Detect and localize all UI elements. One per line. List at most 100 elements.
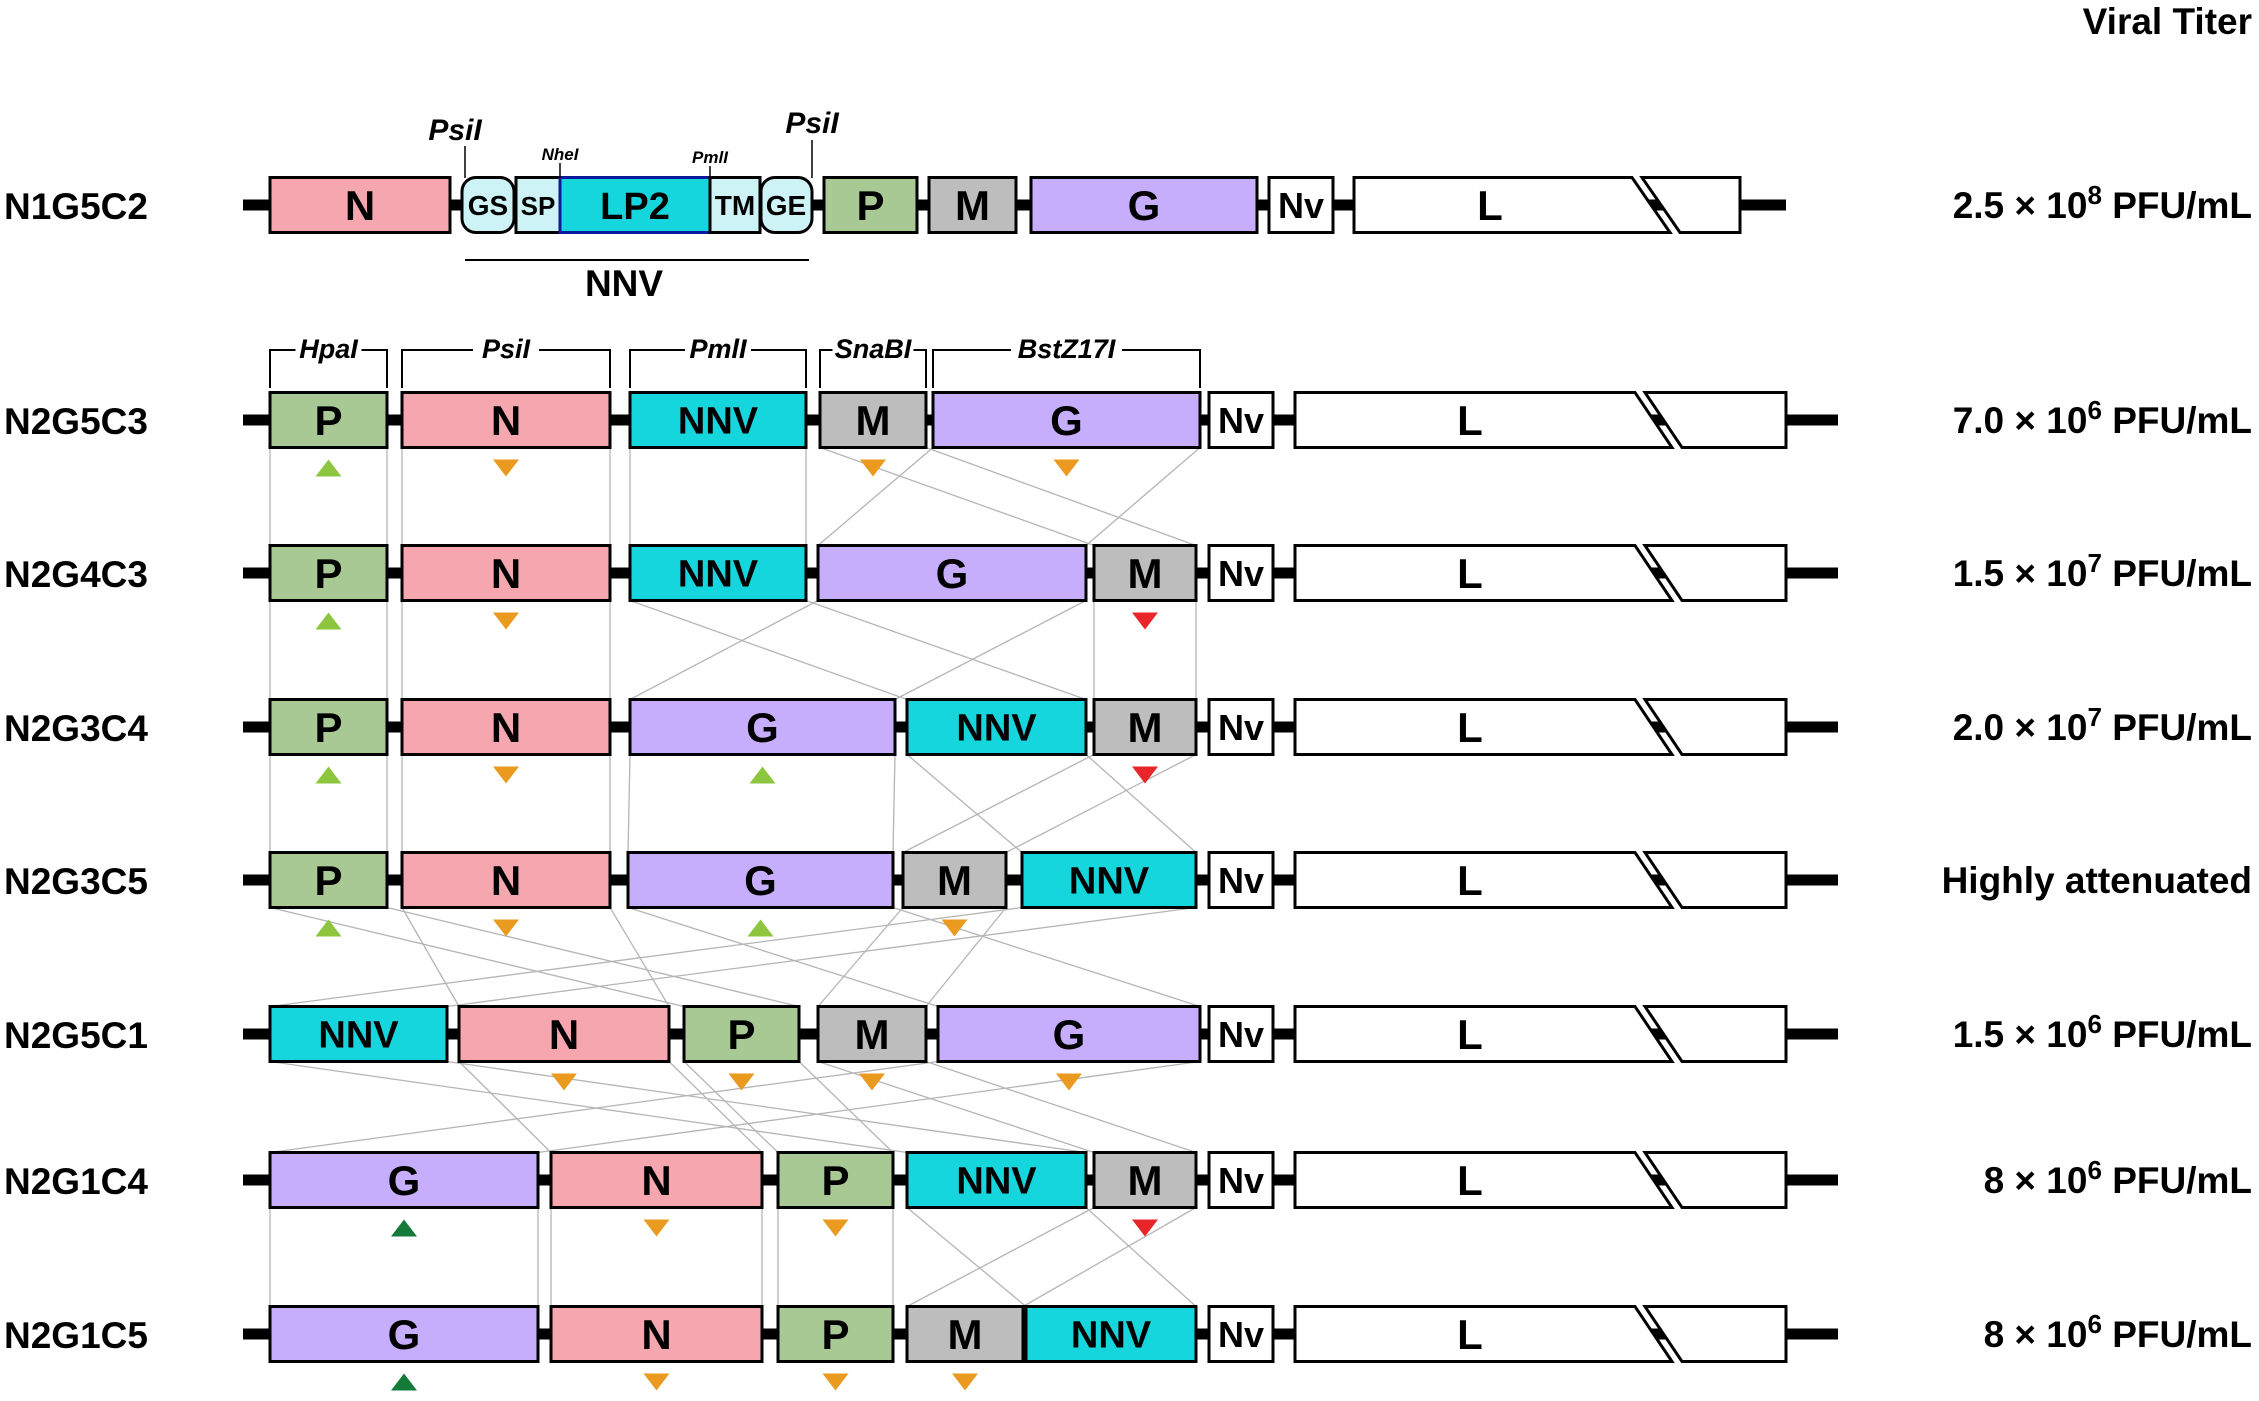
down-regulation-triangle: [643, 1373, 670, 1391]
gene-l-box: [1293, 1005, 1675, 1063]
down-regulation-triangle: [1132, 766, 1158, 784]
gene-l-label: L: [1457, 857, 1483, 904]
gene-n-box: [457, 1005, 671, 1063]
gene-l-box: [1293, 698, 1675, 756]
viral-titer-value: 7.0 × 106 PFU/mL: [1953, 395, 2252, 441]
gene-l-tail-box: [1642, 698, 1788, 756]
gene-g-box: [931, 391, 1202, 449]
construct-name: N1G5C2: [4, 186, 148, 227]
gene-l-label: L: [1457, 550, 1483, 597]
gene-ge-label: GE: [766, 190, 806, 221]
gene-n-box: [549, 1151, 764, 1209]
gene-nv-box: [1207, 851, 1275, 909]
site-label-mask: [295, 346, 362, 354]
titer-base: 1.5 × 10: [1953, 553, 2088, 594]
gene-g-box: [268, 1151, 540, 1209]
up-regulation-triangle: [749, 766, 776, 784]
titer-base: 2.0 × 10: [1953, 707, 2088, 748]
viral-titer-value: 1.5 × 107 PFU/mL: [1953, 548, 2252, 594]
gene-p-box: [682, 1005, 801, 1063]
gene-p-label: P: [314, 397, 342, 444]
gene-p-box: [776, 1151, 895, 1209]
gene-n-label: N: [491, 857, 521, 904]
gene-n-label: N: [641, 1311, 671, 1358]
nnv-cassette-label: NNV: [585, 263, 663, 304]
gene-nnv-box: [268, 1005, 449, 1063]
gene-l-label: L: [1457, 1157, 1483, 1204]
connector-line: [269, 1060, 939, 1154]
gene-g-box: [816, 544, 1088, 602]
connector-line: [892, 906, 1201, 1008]
gene-n-label: N: [491, 550, 521, 597]
site-psii-label-text: PsiI: [482, 334, 531, 364]
gene-l-label: L: [1457, 704, 1483, 751]
construct-name: N2G1C4: [4, 1161, 148, 1202]
titer-base: 8 × 10: [1984, 1160, 2088, 1201]
gene-nnv-label: NNV: [956, 708, 1037, 750]
gene-nv-box: [1207, 1151, 1275, 1209]
connector-line: [629, 599, 819, 701]
connector-line: [925, 1060, 1197, 1154]
site-label-mask: [685, 346, 751, 354]
gene-l-label: L: [1477, 182, 1503, 229]
titer-exponent: 6: [2087, 1309, 2101, 1339]
gene-m-label: M: [1128, 1157, 1163, 1204]
titer-unit: PFU/mL: [2102, 1314, 2252, 1355]
down-regulation-triangle: [1132, 612, 1158, 630]
connector-line: [627, 906, 939, 1008]
connector-line: [401, 907, 460, 1007]
gene-n-label: N: [549, 1011, 579, 1058]
gene-g-box: [626, 851, 895, 909]
titer-exponent: 7: [2087, 548, 2101, 578]
down-regulation-triangle: [551, 1073, 577, 1091]
gene-p-label: P: [314, 550, 342, 597]
gene-nv-label: Nv: [1218, 1314, 1264, 1355]
gene-nnv-label: NNV: [956, 1161, 1037, 1203]
gene-g-label: G: [1053, 1011, 1086, 1058]
gene-nv-label: Nv: [1218, 1014, 1264, 1055]
titer-base: 7.0 × 10: [1953, 400, 2088, 441]
site-bstz17i-label-text: BstZ17I: [1018, 334, 1116, 364]
gene-m-box: [905, 1305, 1025, 1363]
connector-line: [1022, 1206, 1197, 1308]
gene-l-tail-box: [1642, 544, 1788, 602]
titer-base: 2.5 × 10: [1953, 185, 2088, 226]
connector-line: [609, 907, 670, 1007]
gene-m-box: [818, 391, 928, 449]
construct-name: N2G3C4: [4, 708, 148, 749]
gene-l-box: [1293, 1151, 1675, 1209]
gene-nv-label: Nv: [1218, 400, 1264, 441]
gene-g-box: [1029, 176, 1259, 234]
gene-l-box: [1293, 851, 1675, 909]
gene-nnv-label: NNV: [1071, 1315, 1152, 1357]
construct-name: N2G4C3: [4, 554, 148, 595]
down-regulation-triangle: [493, 459, 519, 477]
gene-n-box: [400, 851, 612, 909]
down-regulation-triangle: [859, 1073, 885, 1091]
connector-line: [894, 599, 1087, 701]
gene-nv-box: [1207, 1305, 1275, 1363]
connector-line: [805, 599, 1087, 701]
gene-p-label: P: [314, 857, 342, 904]
gene-p-label: P: [856, 182, 884, 229]
gene-l-tail-box: [1642, 391, 1788, 449]
titer-exponent: 7: [2087, 702, 2101, 732]
gene-g-label: G: [388, 1311, 421, 1358]
connector-line: [817, 1060, 1095, 1154]
connector-line: [629, 599, 908, 701]
gene-g-box: [268, 1305, 540, 1363]
gene-n-label: N: [641, 1157, 671, 1204]
site-label-mask: [1011, 346, 1122, 354]
titer-unit: PFU/mL: [2102, 185, 2252, 226]
gene-m-label: M: [1128, 704, 1163, 751]
gene-m-label: M: [948, 1311, 983, 1358]
viral-titer-value: 2.0 × 107 PFU/mL: [1953, 702, 2252, 748]
titer-base: 8 × 10: [1984, 1314, 2088, 1355]
gene-l-label: L: [1457, 1311, 1483, 1358]
gene-nnv-label: NNV: [1069, 861, 1150, 903]
connector-line: [1005, 753, 1197, 854]
gene-n-label: N: [491, 397, 521, 444]
site-label-mask: [473, 346, 539, 354]
connector-line: [906, 1206, 1095, 1308]
